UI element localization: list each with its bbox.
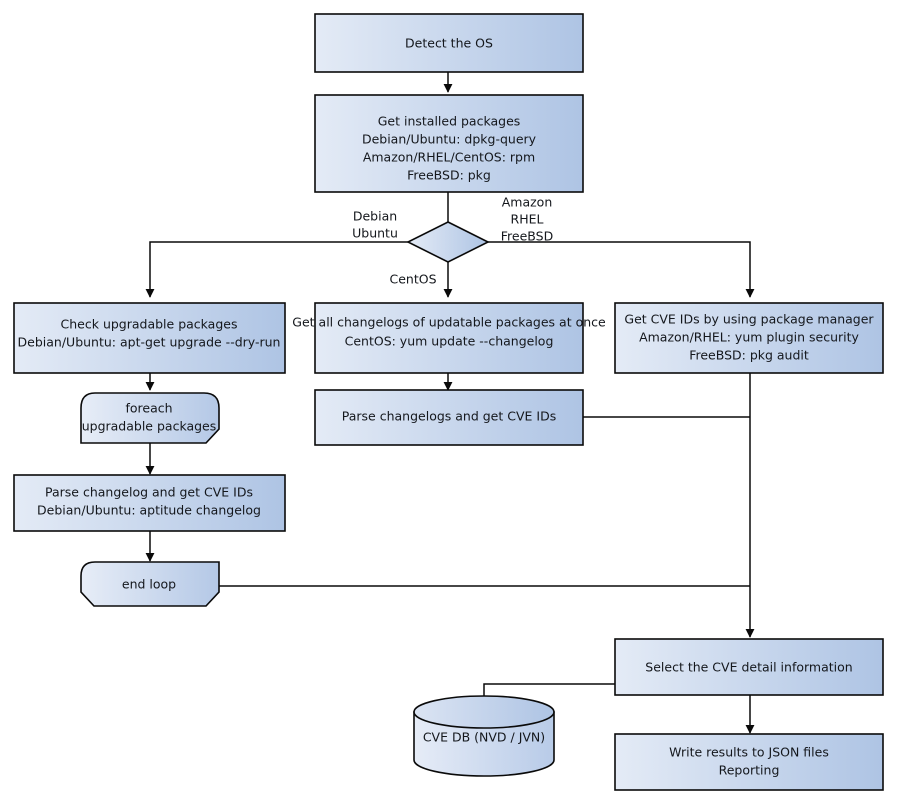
node-os-decision-shape (406, 221, 490, 263)
node-cve-database-body (413, 711, 555, 777)
node-foreach-loop-start[interactable]: foreach upgradable packages (80, 392, 220, 444)
edge-label-centos-branch: CentOS (389, 272, 436, 287)
node-parse-changelog-debian[interactable]: Parse changelog and get CVE IDs Debian/U… (13, 474, 286, 532)
node-parse-changelog-debian-line-0: Parse changelog and get CVE IDs (45, 485, 253, 500)
node-get-installed-packages-shape (314, 94, 584, 193)
node-get-cve-ids-shape (614, 302, 884, 374)
node-get-installed-packages-line-2: Amazon/RHEL/CentOS: rpm (363, 150, 535, 165)
node-check-upgradable-line-0: Check upgradable packages (61, 317, 238, 332)
node-get-all-changelogs-line-0: Get all changelogs of updatable packages… (292, 315, 606, 330)
node-select-cve-detail-shape (614, 638, 884, 696)
node-detect-the-os-shape (314, 13, 584, 73)
node-end-loop-line-0: end loop (122, 577, 176, 592)
connector-decision-debian (145, 241, 408, 298)
node-check-upgradable-packages[interactable]: Check upgradable packages Debian/Ubuntu:… (13, 302, 286, 374)
edge-label-amazon-line-0: Amazon (502, 195, 553, 210)
node-get-all-changelogs-shape (314, 302, 584, 374)
node-get-installed-packages-line-1: Debian/Ubuntu: dpkg-query (362, 132, 537, 147)
node-end-loop[interactable]: end loop (80, 561, 220, 607)
node-get-installed-packages-line-0: Get installed packages (378, 114, 521, 129)
node-get-cve-ids-line-0: Get CVE IDs by using package manager (624, 312, 874, 327)
node-get-installed-packages-line-3: FreeBSD: pkg (407, 168, 491, 183)
edge-label-debian-branch: Debian Ubuntu (352, 209, 398, 241)
node-select-cve-detail[interactable]: Select the CVE detail information (614, 638, 884, 696)
node-write-results-line-1: Reporting (719, 763, 780, 778)
edge-label-centos-line-0: CentOS (389, 272, 436, 287)
node-cve-database-top (413, 695, 555, 729)
node-end-loop-shape (80, 561, 220, 607)
connector-decision-amazon (488, 241, 755, 298)
node-detect-the-os[interactable]: Detect the OS (314, 13, 584, 73)
node-check-upgradable-packages-shape (13, 302, 286, 374)
node-parse-changelogs-centos-line-0: Parse changelogs and get CVE IDs (342, 409, 556, 424)
node-parse-changelog-debian-shape (13, 474, 286, 532)
node-get-installed-packages[interactable]: Get installed packages Debian/Ubuntu: dp… (314, 94, 584, 193)
node-parse-changelogs-centos[interactable]: Parse changelogs and get CVE IDs (314, 389, 584, 446)
node-get-all-changelogs-line-1: CentOS: yum update --changelog (345, 334, 554, 349)
edge-label-debian-line-1: Ubuntu (352, 226, 398, 241)
node-cve-database-label: CVE DB (NVD / JVN) (423, 730, 545, 745)
edge-label-debian-line-0: Debian (353, 209, 397, 224)
node-foreach-line-0: foreach (125, 401, 172, 416)
node-get-cve-ids-line-2: FreeBSD: pkg audit (689, 348, 809, 363)
node-foreach-line-1: upgradable packages (82, 419, 217, 434)
node-os-decision[interactable] (406, 221, 490, 263)
node-get-cve-ids-package-manager[interactable]: Get CVE IDs by using package manager Ama… (614, 302, 884, 374)
node-write-results-shape (614, 733, 884, 791)
node-check-upgradable-line-1: Debian/Ubuntu: apt-get upgrade --dry-run (18, 335, 281, 350)
node-write-results[interactable]: Write results to JSON files Reporting (614, 733, 884, 791)
node-detect-the-os-line-0: Detect the OS (405, 36, 493, 51)
edge-label-amazon-branch: Amazon RHEL FreeBSD (501, 195, 553, 244)
node-get-cve-ids-line-1: Amazon/RHEL: yum plugin security (639, 330, 859, 345)
edge-label-amazon-line-2: FreeBSD (501, 229, 553, 244)
node-get-all-changelogs[interactable]: Get all changelogs of updatable packages… (292, 302, 606, 374)
node-write-results-line-0: Write results to JSON files (669, 745, 829, 760)
node-parse-changelogs-centos-shape (314, 389, 584, 446)
edge-label-amazon-line-1: RHEL (511, 212, 544, 227)
node-parse-changelog-debian-line-1: Debian/Ubuntu: aptitude changelog (37, 503, 261, 518)
node-cve-database[interactable]: CVE DB (NVD / JVN) (413, 695, 555, 777)
node-foreach-loop-start-shape (80, 392, 220, 444)
node-select-cve-detail-line-0: Select the CVE detail information (645, 660, 852, 675)
